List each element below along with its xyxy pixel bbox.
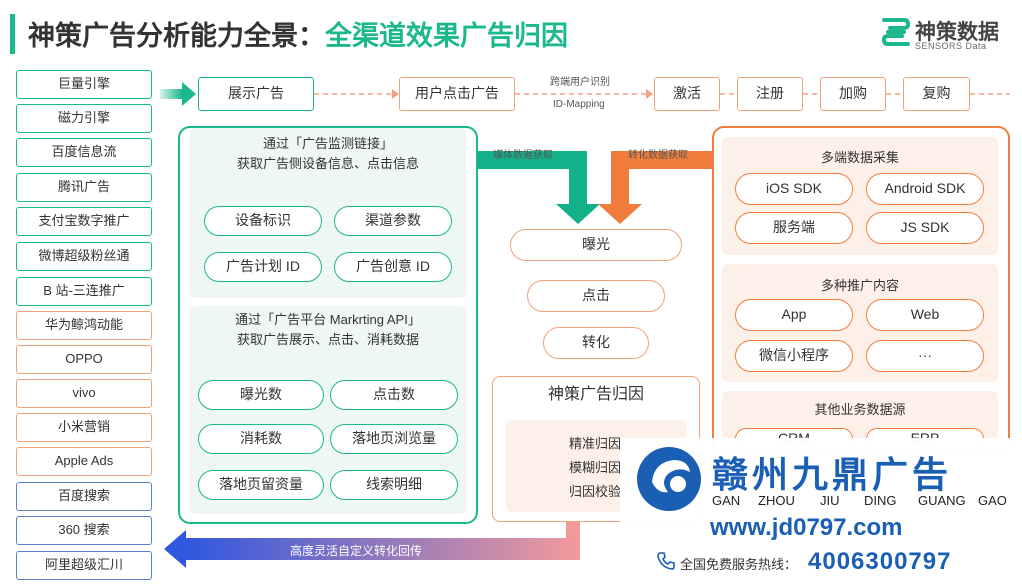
channel-item: 腾讯广告 bbox=[16, 173, 152, 202]
conversion-callback-arrow bbox=[164, 522, 580, 568]
channel-item: B 站-三连推广 bbox=[16, 277, 152, 306]
click-stage: 点击 bbox=[527, 280, 665, 312]
landing-leads-pill: 落地页留资量 bbox=[198, 470, 324, 500]
sensors-logo-icon bbox=[881, 18, 911, 46]
pinyin-gan: GAN bbox=[712, 493, 741, 508]
media-data-label: 媒体数据获取 bbox=[493, 150, 553, 161]
channel-item: vivo bbox=[16, 379, 152, 408]
server-pill: 服务端 bbox=[735, 212, 853, 244]
attribution-precise: 精准归因 bbox=[568, 436, 621, 451]
logo-text: 神策数据 bbox=[915, 21, 999, 44]
pinyin-gao: GAO bbox=[978, 493, 1007, 508]
pinyin-jiu: JIU bbox=[820, 493, 840, 508]
clicks-pill: 点击数 bbox=[330, 380, 458, 410]
impressions-pill: 曝光数 bbox=[198, 380, 324, 410]
channel-item: 微博超级粉丝通 bbox=[16, 242, 152, 271]
add-cart-box: 加购 bbox=[820, 77, 886, 111]
title-accent-bar bbox=[10, 14, 15, 54]
channel-item: Apple Ads bbox=[16, 447, 152, 476]
conversion-callback-label: 高度灵活自定义转化回传 bbox=[290, 544, 423, 558]
web-pill: Web bbox=[866, 299, 984, 331]
channel-to-display-arrow bbox=[160, 82, 196, 106]
pinyin-zhou: ZHOU bbox=[758, 493, 795, 508]
exposure-stage: 曝光 bbox=[510, 229, 682, 261]
creative-id-pill: 广告创意 ID bbox=[334, 252, 452, 282]
watermark-pinyin: GAN ZHOU JIU DING GUANG GAO bbox=[712, 493, 1007, 509]
phone-icon bbox=[657, 552, 675, 570]
channel-item: 磁力引擎 bbox=[16, 104, 152, 133]
page-title-accent: 全渠道效果广告归因 bbox=[325, 21, 568, 51]
register-box: 注册 bbox=[737, 77, 803, 111]
multi-device-title: 多端数据采集 bbox=[820, 150, 899, 165]
click-to-activate-arrow bbox=[515, 89, 653, 99]
app-pill: App bbox=[735, 299, 853, 331]
hotline-number: 4006300797 bbox=[808, 548, 952, 575]
business-data-title: 其他业务数据源 bbox=[814, 402, 906, 417]
marketing-api-desc: 获取广告展示、点击、消耗数据 bbox=[236, 332, 419, 347]
channel-item: 百度搜索 bbox=[16, 482, 152, 511]
monitor-link-title: 通过「广告监测链接」 bbox=[262, 136, 393, 151]
pinyin-ding: DING bbox=[864, 493, 897, 508]
attribution-fuzzy: 模糊归因 bbox=[568, 460, 621, 475]
attribution-title: 神策广告归因 bbox=[547, 386, 644, 403]
attribution-validate: 归因校验 bbox=[568, 484, 621, 499]
conversion-data-label: 转化数据获取 bbox=[628, 150, 688, 161]
cross-device-label: 跨端用户识别 bbox=[550, 77, 610, 88]
device-id-pill: 设备标识 bbox=[204, 206, 322, 236]
channel-item: OPPO bbox=[16, 345, 152, 374]
channel-param-pill: 渠道参数 bbox=[334, 206, 452, 236]
conversion-data-arrow bbox=[598, 151, 712, 224]
click-ad-box: 用户点击广告 bbox=[399, 77, 515, 111]
activate-box: 激活 bbox=[654, 77, 720, 111]
landing-views-pill: 落地页浏览量 bbox=[330, 424, 458, 454]
logo-subtext: SENSORS Data bbox=[915, 41, 987, 51]
watermark-url: www.jd0797.com bbox=[710, 514, 903, 541]
display-to-click-arrow bbox=[314, 89, 399, 99]
channel-item: 支付宝数字推广 bbox=[16, 207, 152, 236]
lead-details-pill: 线索明细 bbox=[330, 470, 458, 500]
channel-item: 小米营销 bbox=[16, 413, 152, 442]
more-pill: ··· bbox=[866, 340, 984, 372]
pinyin-guang: GUANG bbox=[918, 493, 966, 508]
page-title: 神策广告分析能力全景：全渠道效果广告归因 bbox=[28, 21, 568, 51]
campaign-id-pill: 广告计划 ID bbox=[204, 252, 322, 282]
id-mapping-label: ID-Mapping bbox=[553, 99, 605, 110]
watermark-company-name: 赣州九鼎广告 bbox=[712, 454, 953, 495]
monitor-link-desc: 获取广告侧设备信息、点击信息 bbox=[236, 156, 419, 171]
promotion-content-title: 多种推广内容 bbox=[820, 278, 899, 293]
channel-item: 百度信息流 bbox=[16, 138, 152, 167]
repurchase-box: 复购 bbox=[903, 77, 970, 111]
watermark-logo-icon bbox=[637, 447, 701, 511]
conversion-stage: 转化 bbox=[543, 327, 649, 359]
channel-item: 阿里超级汇川 bbox=[16, 551, 152, 580]
channel-item: 360 搜索 bbox=[16, 516, 152, 545]
channel-item: 巨量引擎 bbox=[16, 70, 152, 99]
mini-program-pill: 微信小程序 bbox=[735, 340, 853, 372]
js-sdk-pill: JS SDK bbox=[866, 212, 984, 244]
media-data-arrow bbox=[478, 151, 600, 224]
marketing-api-title: 通过「广告平台 Markrting API」 bbox=[235, 312, 421, 327]
spend-pill: 消耗数 bbox=[198, 424, 324, 454]
display-ad-box: 展示广告 bbox=[198, 77, 314, 111]
ios-sdk-pill: iOS SDK bbox=[735, 173, 853, 205]
android-sdk-pill: Android SDK bbox=[866, 173, 984, 205]
channel-item: 华为鲸鸿动能 bbox=[16, 311, 152, 340]
hotline-label: 全国免费服务热线： bbox=[680, 557, 798, 572]
